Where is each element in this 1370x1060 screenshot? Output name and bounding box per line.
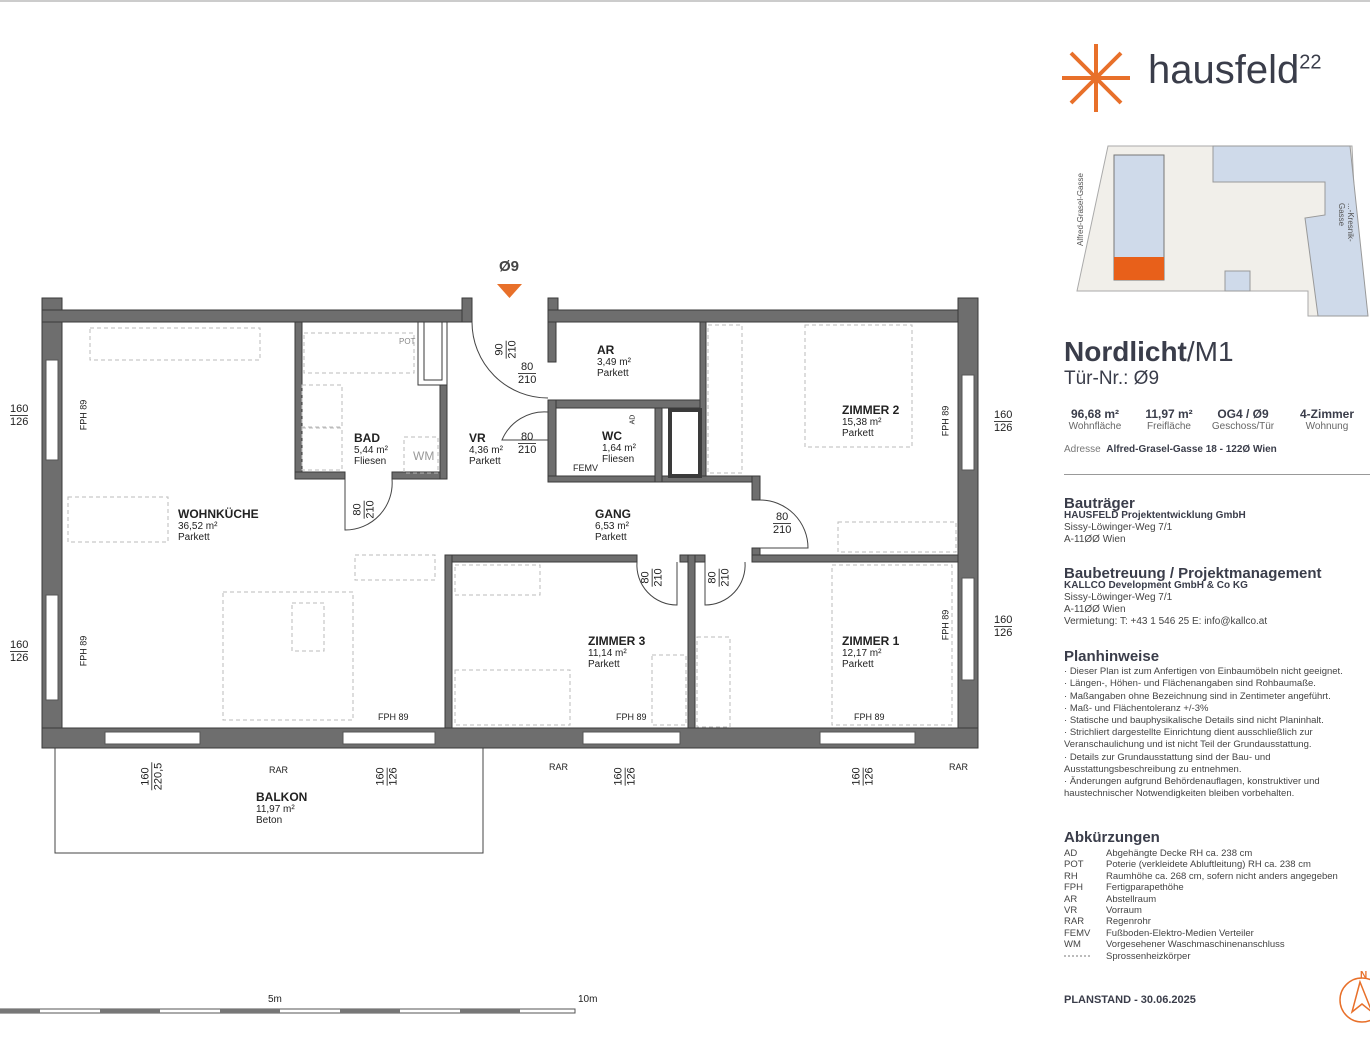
- walls: [41, 297, 979, 749]
- entry-label: Ø9: [499, 258, 520, 275]
- entry-arrow-icon: [497, 284, 522, 298]
- fph-label: FPH 89: [78, 399, 89, 431]
- radiator-icon: [1064, 951, 1106, 962]
- rar-label: RAR: [269, 765, 289, 775]
- planhinweise: Planhinweise · Dieser Plan ist zum Anfer…: [1064, 648, 1343, 800]
- street-label-right: ...-Kresnik-Gasse: [1337, 203, 1355, 242]
- brand-logo: hausfeld22: [1148, 48, 1322, 92]
- fph-label: FPH 89: [378, 712, 409, 722]
- baubetreuung: Baubetreuung / Projektmanagement KALLCO …: [1064, 565, 1322, 627]
- windows: [45, 359, 975, 745]
- address: Adresse Alfred-Grasel-Gasse 18 - 122Ø Wi…: [1064, 444, 1277, 455]
- fph-label: FPH 89: [616, 712, 647, 722]
- door-swings: [344, 321, 809, 606]
- ad-label: AD: [629, 414, 637, 425]
- fph-label: FPH 89: [940, 405, 951, 437]
- furniture: [67, 324, 957, 728]
- wm-label: WM: [413, 449, 435, 463]
- compass-icon: [1339, 977, 1370, 1023]
- bautraeger: Bauträger HAUSFELD Projektentwicklung Gm…: [1064, 495, 1246, 545]
- rar-label: RAR: [949, 762, 969, 772]
- hausfeld-logo-icon: [1062, 44, 1130, 112]
- scale-label-5m: 5m: [268, 994, 282, 1005]
- scale-bar: [0, 1008, 576, 1014]
- planstand: PLANSTAND - 30.06.2025: [1064, 994, 1196, 1006]
- fph-label: FPH 89: [78, 635, 89, 667]
- site-map: [1076, 145, 1369, 317]
- fph-label: FPH 89: [940, 609, 951, 641]
- street-label-left: Alfred-Grasel-Gasse: [1075, 173, 1085, 246]
- scale-label-10m: 10m: [578, 994, 598, 1005]
- compass-label: N: [1360, 970, 1368, 981]
- divider: [1064, 474, 1370, 475]
- fph-label: FPH 89: [854, 712, 885, 722]
- rar-label: RAR: [549, 762, 569, 772]
- femv-label: FEMV: [573, 463, 599, 473]
- unit-header: Nordlicht/M1 Tür-Nr.: Ø9: [1064, 336, 1234, 389]
- pot-label: POT: [399, 337, 416, 346]
